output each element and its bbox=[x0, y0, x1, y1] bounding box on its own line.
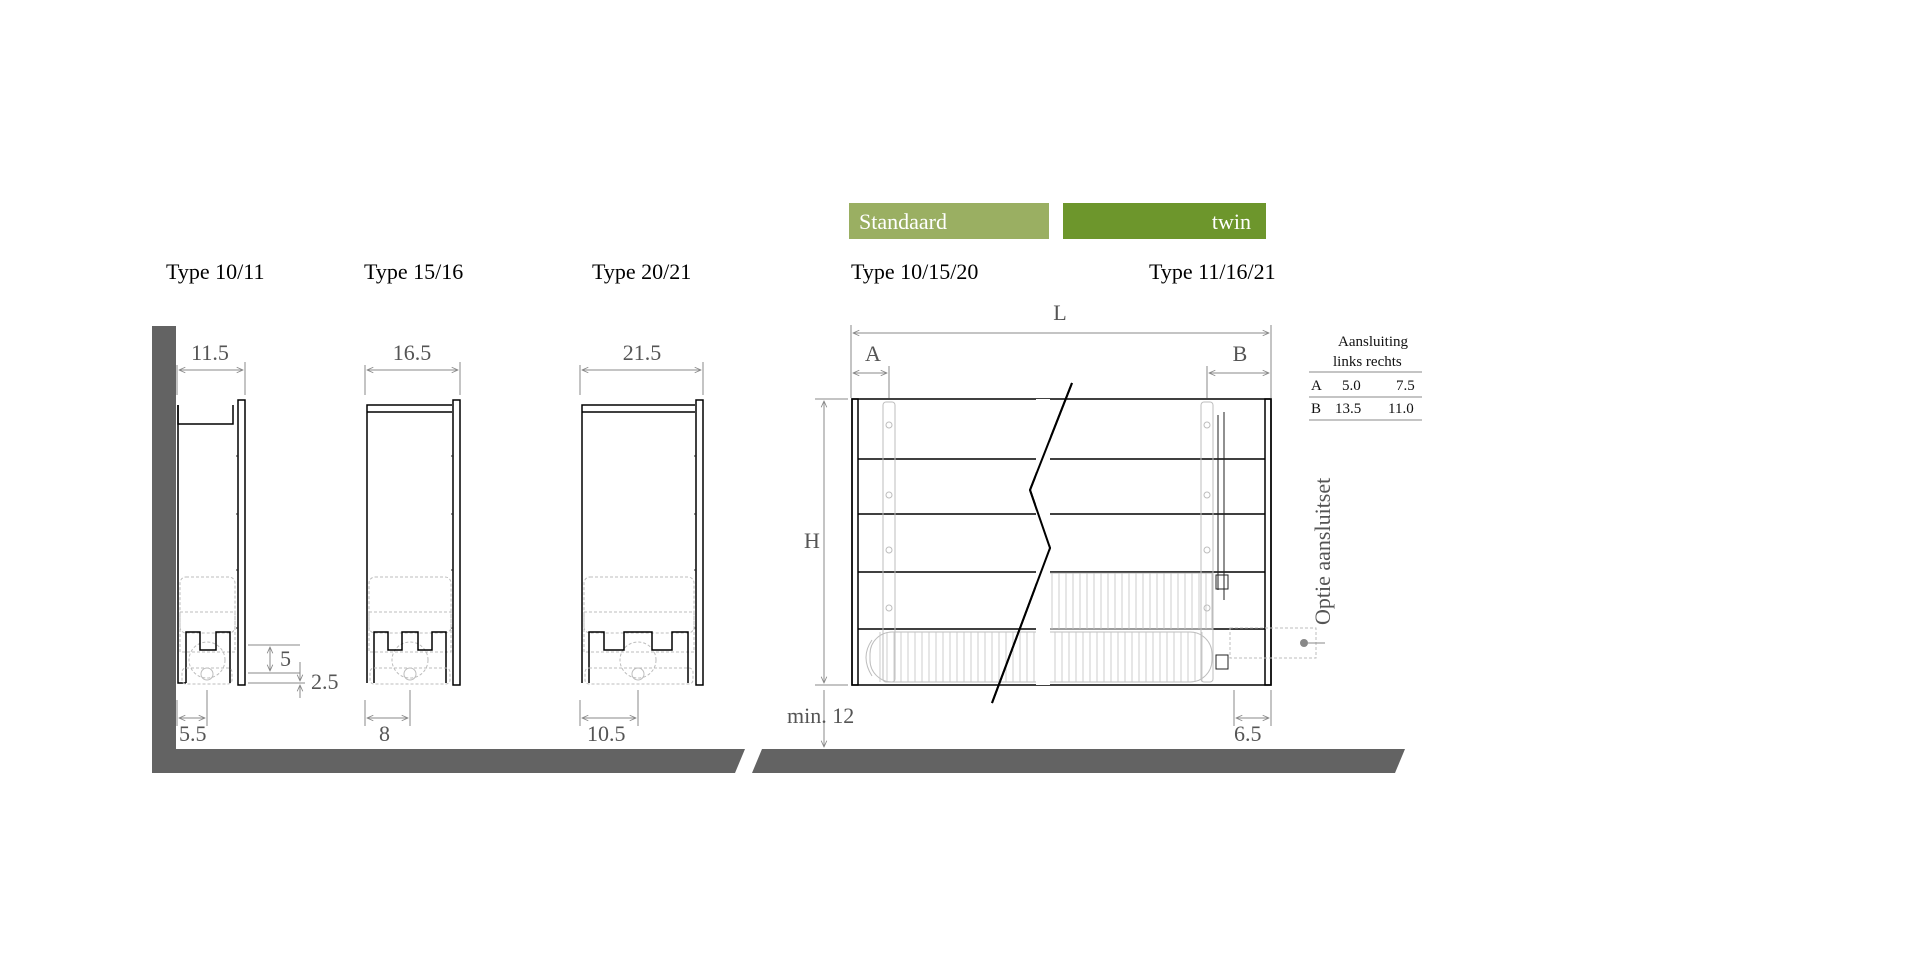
type-label-15-16: Type 15/16 bbox=[364, 259, 463, 284]
front-view: L A B H min. 12 bbox=[787, 300, 1335, 747]
dim-side-offset: 6.5 bbox=[1234, 721, 1262, 746]
dim-gap-20-21: 10.5 bbox=[587, 721, 626, 746]
type-label-11-16-21: Type 11/16/21 bbox=[1149, 259, 1276, 284]
dim-gap-10-11: 5.5 bbox=[179, 721, 207, 746]
option-connection-set-label: Optie aansluitset bbox=[1310, 478, 1335, 625]
type-label-10-15-20: Type 10/15/20 bbox=[851, 259, 978, 284]
side-view-type-20-21: 21.5 10.5 bbox=[579, 340, 704, 746]
connection-table: Aansluiting links rechts A 5.0 7.5 B 13.… bbox=[1309, 334, 1422, 421]
table-row-b-label: B bbox=[1311, 401, 1321, 417]
dim-width-20-21: 21.5 bbox=[623, 340, 662, 365]
dim-length: L bbox=[1053, 300, 1066, 325]
tag-twin-label: twin bbox=[1212, 209, 1251, 234]
floor-left bbox=[152, 749, 745, 773]
wall bbox=[152, 326, 176, 773]
wall-brackets bbox=[882, 401, 1229, 683]
connection-set bbox=[1229, 627, 1325, 659]
table-row-a-links: 5.0 bbox=[1342, 378, 1361, 394]
break-line bbox=[991, 382, 1073, 704]
floor-right bbox=[752, 749, 1405, 773]
dim-connection-height: 5 bbox=[280, 646, 291, 671]
dim-connection-offset: 2.5 bbox=[311, 669, 339, 694]
table-row-b-rechts: 11.0 bbox=[1388, 401, 1414, 417]
dim-gap-15-16: 8 bbox=[379, 721, 390, 746]
side-view-type-15-16: 16.5 8 bbox=[364, 340, 461, 746]
table-row-a-rechts: 7.5 bbox=[1396, 378, 1415, 394]
dim-min-floor: min. 12 bbox=[787, 703, 854, 728]
tag-twin-bg bbox=[1063, 203, 1266, 239]
dim-a: A bbox=[865, 341, 881, 366]
tag-standaard-label: Standaard bbox=[859, 209, 947, 234]
table-row-b-links: 13.5 bbox=[1335, 401, 1361, 417]
tag-standaard: Standaard bbox=[849, 203, 1049, 239]
dim-width-10-11: 11.5 bbox=[191, 340, 229, 365]
tag-twin: twin bbox=[1063, 203, 1266, 239]
dim-height: H bbox=[804, 528, 820, 553]
table-heading-2: links rechts bbox=[1333, 354, 1402, 370]
table-row-a-label: A bbox=[1311, 378, 1322, 394]
type-label-10-11: Type 10/11 bbox=[166, 259, 264, 284]
dim-width-15-16: 16.5 bbox=[393, 340, 432, 365]
table-heading-1: Aansluiting bbox=[1338, 334, 1408, 350]
tag-standaard-bg bbox=[849, 203, 1049, 239]
type-label-20-21: Type 20/21 bbox=[592, 259, 691, 284]
side-view-type-10-11: 11.5 5.5 5 2.5 bbox=[176, 340, 339, 746]
dim-b: B bbox=[1233, 341, 1248, 366]
